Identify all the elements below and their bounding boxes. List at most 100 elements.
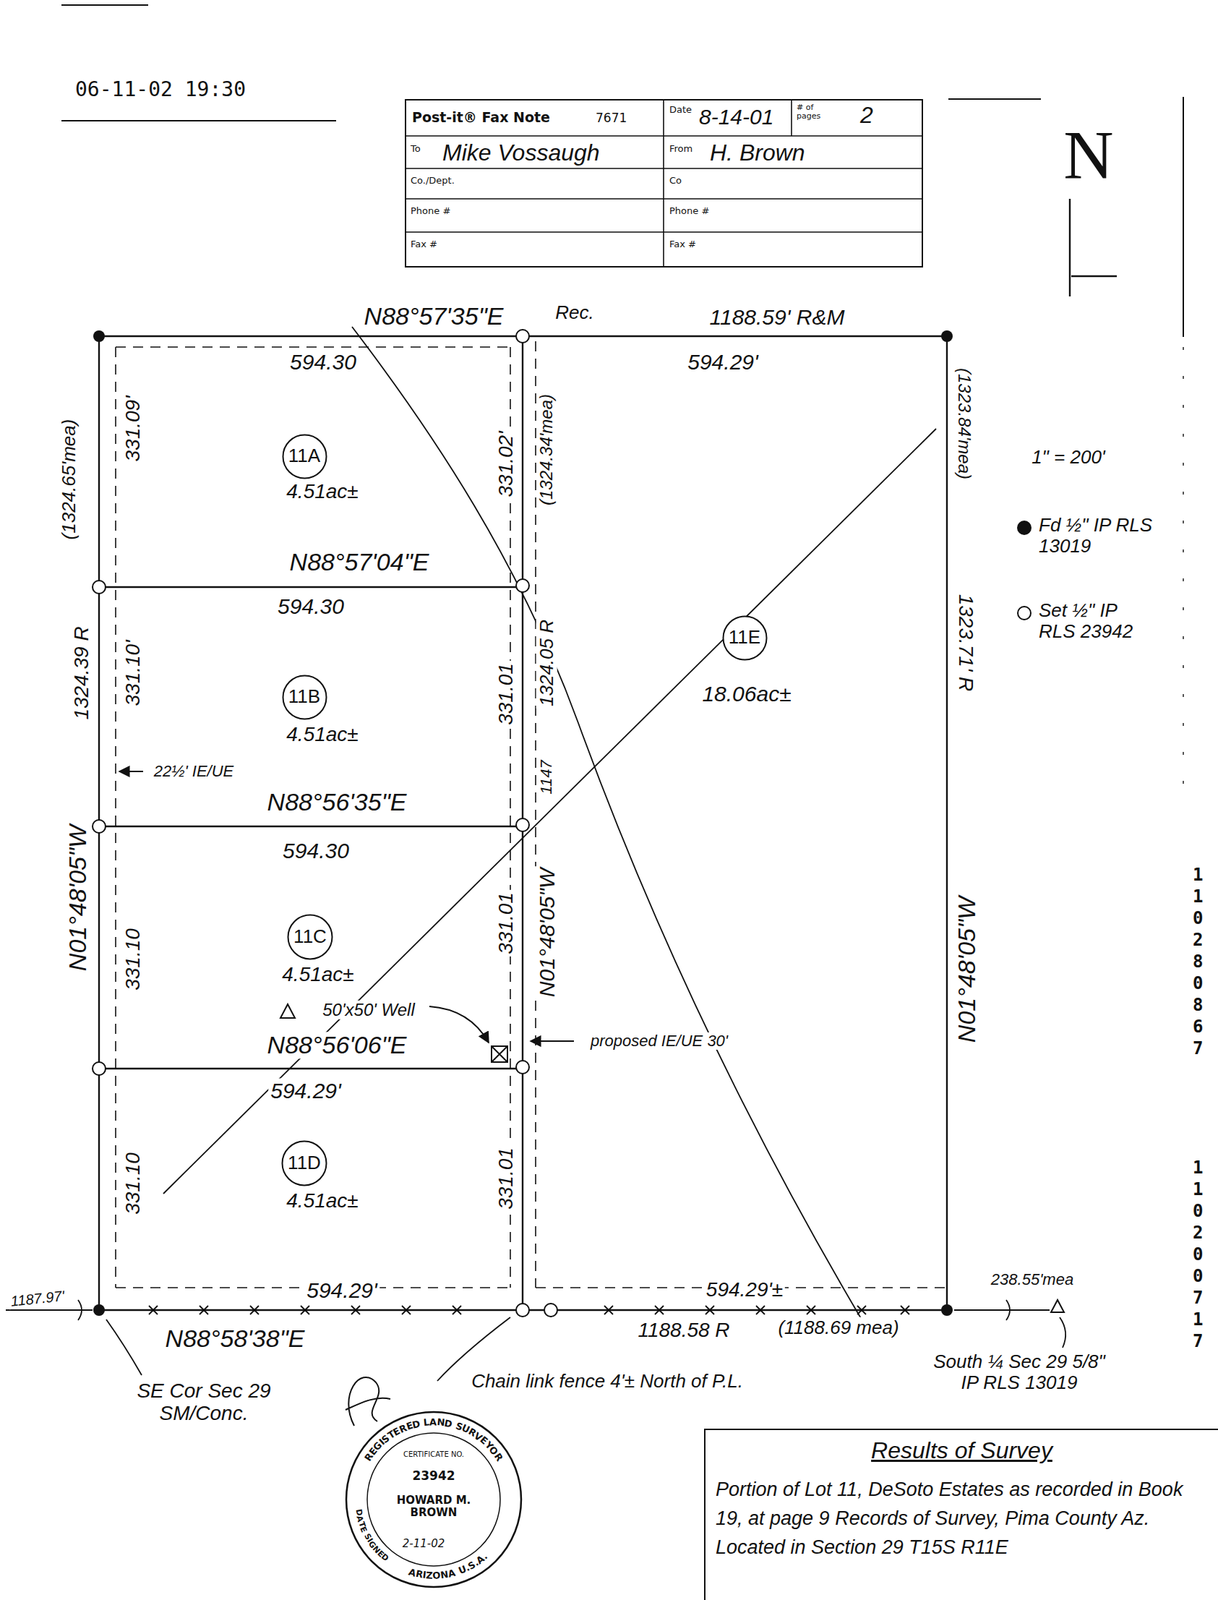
legend-entry: Fd ½" IP RLS 13019 bbox=[1015, 514, 1161, 566]
legend-text: Fd ½" IP RLS 13019 bbox=[1038, 514, 1159, 556]
record-note: Rec. bbox=[552, 302, 596, 324]
distance-label: (1324.65'mea) bbox=[58, 417, 80, 543]
lot-number-circle: 11C bbox=[286, 913, 334, 960]
form-field: From bbox=[669, 143, 693, 155]
acreage-label: 4.51ac± bbox=[284, 1189, 360, 1213]
distance-label: 1188.58 R bbox=[635, 1319, 732, 1342]
distance-label: 1188.59' R&M bbox=[707, 305, 848, 329]
recording-stamp: 110200717 bbox=[1192, 1156, 1211, 1352]
distance-label: 331.02' bbox=[495, 429, 518, 500]
well-cross bbox=[491, 1045, 508, 1062]
easement-lines bbox=[115, 341, 947, 1288]
easement-note: 22½' IE/UE bbox=[151, 762, 237, 780]
lot-circle bbox=[288, 915, 333, 960]
scale-note: 1" = 200' bbox=[1029, 446, 1108, 468]
seal-inner-ring bbox=[367, 1432, 501, 1566]
form-field: 8-14-01 bbox=[698, 104, 774, 131]
form-field: Phone # bbox=[669, 206, 710, 217]
set-pin bbox=[516, 818, 530, 832]
distance-label: 1147 bbox=[537, 757, 556, 796]
set-pin bbox=[516, 1303, 530, 1317]
lot-number: 11D bbox=[287, 1152, 321, 1174]
acreage-label: 4.51ac± bbox=[284, 722, 360, 746]
form-field: To bbox=[410, 143, 421, 155]
distance-label: 331.01 bbox=[495, 660, 518, 728]
legend-entry: Set ½" IP RLS 23942 bbox=[1015, 599, 1161, 651]
form-field: Phone # bbox=[410, 206, 451, 217]
corner-note: SE Cor Sec 29 SM/Conc. bbox=[129, 1379, 279, 1425]
lot-number-circle: 11E bbox=[722, 615, 768, 661]
found-pin bbox=[941, 330, 953, 342]
legend-text: Set ½" IP RLS 23942 bbox=[1038, 599, 1159, 642]
lot-number-circle: 11D bbox=[281, 1139, 328, 1187]
form-field: Date bbox=[669, 104, 692, 116]
form-field: 2 bbox=[860, 101, 874, 129]
distance-label: 331.09' bbox=[122, 393, 145, 465]
distance-label: 331.10' bbox=[122, 638, 145, 709]
seal-outer-ring bbox=[346, 1411, 522, 1587]
leader-line bbox=[106, 1319, 142, 1375]
leader-arrow bbox=[119, 770, 144, 773]
title-block: Results of SurveyPortion of Lot 11, DeSo… bbox=[704, 1428, 1218, 1600]
distance-label: 594.29' bbox=[268, 1078, 344, 1103]
margin-rule bbox=[61, 5, 1184, 337]
acreage-label: 18.06ac± bbox=[699, 681, 793, 707]
signature bbox=[345, 1377, 391, 1426]
distance-label: 594.30 bbox=[280, 838, 352, 863]
bearing-label: N88°56'06"E bbox=[265, 1031, 410, 1059]
found-pin bbox=[941, 1304, 953, 1316]
print-timestamp: 06-11-02 19:30 bbox=[73, 78, 248, 102]
set-pin bbox=[544, 1303, 558, 1317]
form-grid bbox=[406, 100, 922, 267]
north-letter: N bbox=[1061, 120, 1116, 191]
margin-dashes bbox=[1182, 346, 1185, 803]
found-pins bbox=[93, 330, 953, 1316]
benchmark-triangle bbox=[1051, 1299, 1065, 1312]
distance-label: 1187.97' bbox=[7, 1287, 68, 1310]
lot-number: 11A bbox=[288, 445, 321, 467]
distance-label: 331.01 bbox=[495, 889, 518, 957]
lot-circle bbox=[282, 1141, 327, 1186]
seal-text: ARIZONA U.S.A. bbox=[344, 1409, 524, 1589]
lot-number: 11B bbox=[288, 685, 321, 708]
set-pin bbox=[516, 1060, 530, 1074]
lot-parcel: 18.06ac± 11E bbox=[522, 336, 947, 1310]
distance-label: (1188.69 mea) bbox=[775, 1317, 901, 1338]
set-pin bbox=[92, 819, 106, 833]
distance-label: 594.29' bbox=[685, 349, 761, 374]
form-rule bbox=[406, 100, 922, 267]
recording-stamp: 110280867 bbox=[1192, 863, 1211, 1059]
lot-number: 11C bbox=[293, 925, 327, 948]
set-pin bbox=[92, 580, 106, 594]
form-field: Fax # bbox=[410, 239, 438, 251]
form-field: Mike Vossaugh bbox=[442, 139, 600, 167]
form-field: 7671 bbox=[595, 111, 627, 126]
fax-note-form: Post-it® Fax Note7671Date8-14-01# of pag… bbox=[404, 99, 924, 268]
acreage-label: 4.51ac± bbox=[279, 962, 356, 986]
legend-swatch bbox=[1015, 519, 1033, 537]
set-pin-symbol bbox=[1017, 606, 1031, 620]
distance-label: 331.01 bbox=[495, 1144, 518, 1212]
bearing-label: N88°58'38"E bbox=[163, 1324, 308, 1352]
seal-text: HOWARD M. BROWN bbox=[390, 1494, 478, 1520]
distance-label: 594.30 bbox=[287, 349, 359, 374]
lot-circle bbox=[282, 434, 327, 478]
set-pins bbox=[92, 329, 558, 1317]
form-field: H. Brown bbox=[709, 139, 806, 167]
wash-curve bbox=[352, 326, 862, 1320]
lot-number-circle: 11B bbox=[281, 674, 328, 720]
well-box bbox=[491, 1045, 508, 1062]
found-pin bbox=[93, 1304, 105, 1316]
lot-number-circle: 11A bbox=[281, 433, 328, 480]
lot-circle bbox=[282, 675, 327, 719]
bearing-label: N88°56'35"E bbox=[265, 788, 410, 816]
lot-lines bbox=[99, 336, 947, 1310]
surveyor-seal: REGISTERED LAND SURVEYORCERTIFICATE NO.2… bbox=[344, 1409, 524, 1589]
tie-line bbox=[5, 1309, 1050, 1311]
distance-label: 331.10 bbox=[122, 925, 145, 993]
well-note: 50'x50' Well bbox=[320, 1000, 417, 1020]
seal-text: 2-11-02 bbox=[402, 1537, 446, 1550]
well-symbol bbox=[491, 1045, 508, 1062]
set-pin bbox=[92, 1061, 106, 1075]
diagonal-line bbox=[163, 428, 937, 1194]
